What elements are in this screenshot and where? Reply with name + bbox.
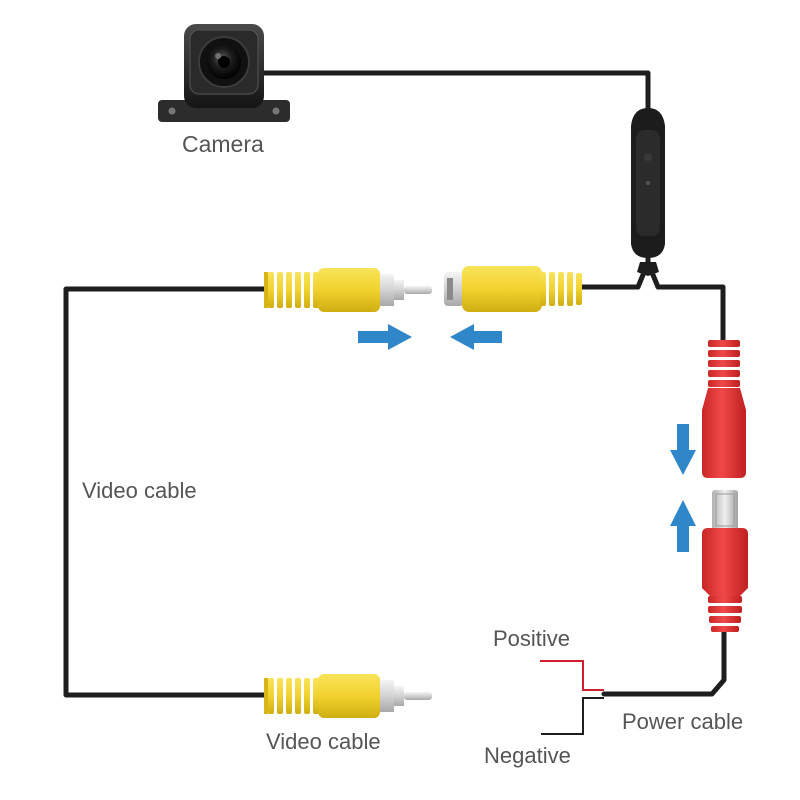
power-cable-label: Power cable — [622, 709, 744, 734]
video-female-cable — [579, 267, 648, 290]
camera-cable — [255, 70, 651, 117]
cables — [63, 70, 727, 698]
power-female-cable — [648, 267, 726, 345]
inline-junction-box — [631, 108, 665, 258]
power-extension-cable — [601, 629, 727, 697]
camera-label: Camera — [182, 131, 264, 157]
video-cable-label-bottom: Video cable — [266, 729, 381, 754]
rca-female-connector-top — [444, 266, 582, 312]
positive-label: Positive — [493, 626, 571, 651]
arrow-icon-right — [358, 324, 412, 350]
video-cable-label-left: Video cable — [82, 478, 197, 503]
cable-y-split — [637, 262, 659, 276]
power-wire-ends — [540, 660, 604, 735]
positive-wire — [540, 660, 604, 691]
camera-icon — [158, 24, 290, 122]
dc-male-connector — [702, 490, 748, 632]
rca-male-connector-top — [264, 268, 432, 312]
video-extension-cable — [63, 286, 269, 698]
arrow-icon-left — [450, 324, 502, 350]
arrow-icon-up — [670, 500, 696, 552]
dc-female-connector — [702, 340, 746, 478]
rca-male-connector-bottom — [264, 674, 432, 718]
arrow-icon-down — [670, 424, 696, 475]
negative-label: Negative — [484, 743, 571, 768]
negative-wire — [541, 697, 604, 735]
